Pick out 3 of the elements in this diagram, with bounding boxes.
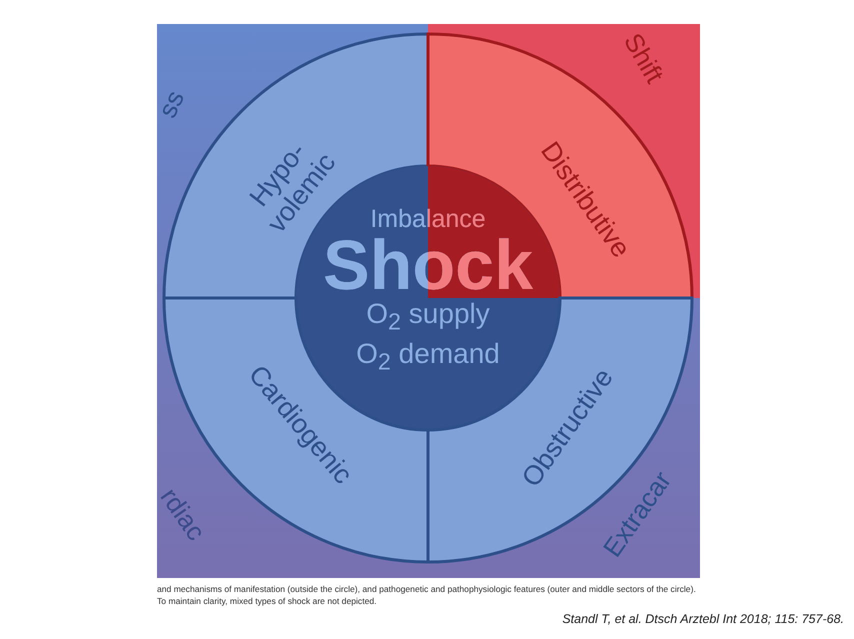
- figure-caption: and mechanisms of manifestation (outside the circle), and pathogenetic and pathophysiologic features (outer and middle sectors of the circle). To maintain clarity, mixed types of shock are not depicted.: [157, 583, 697, 607]
- citation: Standl T, et al. Dtsch Arztebl Int 2018; 115: 757-68.: [562, 612, 844, 626]
- outer-label: ss: [154, 86, 188, 122]
